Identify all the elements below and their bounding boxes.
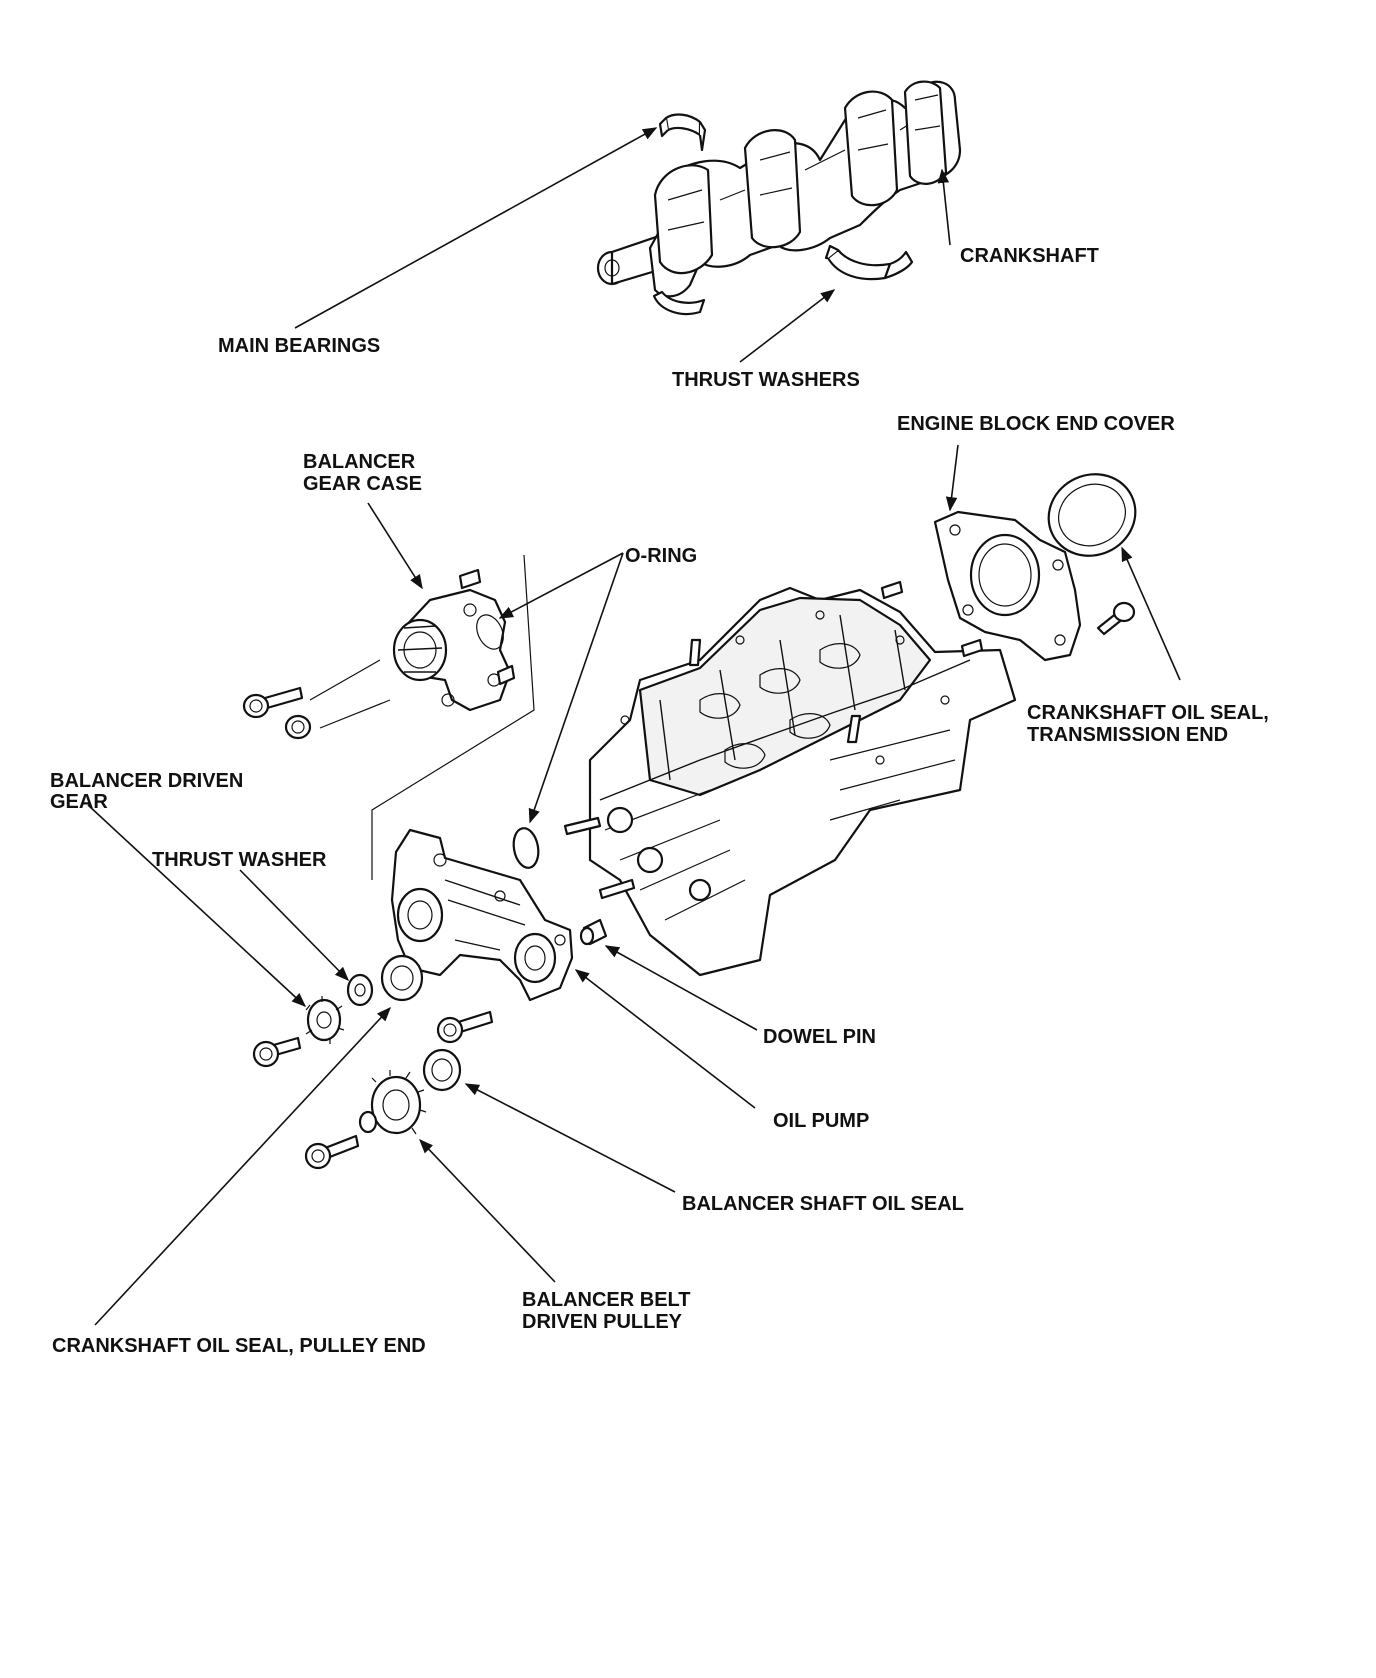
engine-block-end-cover-part [933,510,1082,662]
thrust-washer-part [346,973,374,1007]
label-crankshaft-oil-seal-trans-line1: CRANKSHAFT OIL SEAL, [1027,702,1269,724]
driven-gear-bolt [252,1036,302,1068]
label-engine-block-end-cover: ENGINE BLOCK END COVER [897,413,1175,435]
main-bearing-lower [652,290,706,316]
balancer-belt-driven-pulley-part [358,1070,427,1135]
label-o-ring: O-RING [625,545,697,567]
oil-pump-part [390,828,574,1002]
label-balancer-belt-driven-pulley-line2: DRIVEN PULLEY [522,1311,683,1333]
end-cover-dowel-pins [880,580,984,658]
crankshaft-part [596,80,962,298]
oil-pump-o-ring [512,827,540,869]
end-cover-bolt [1096,601,1136,636]
label-balancer-belt-driven-pulley-line1: BALANCER BELT [522,1289,691,1311]
label-thrust-washers: THRUST WASHERS [672,369,860,391]
label-main-bearings: MAIN BEARINGS [218,335,380,357]
label-thrust-washer: THRUST WASHER [152,849,327,871]
balancer-shaft-oil-seal-part [422,1048,462,1092]
balancer-driven-gear-part [305,996,345,1044]
guide-lines [309,659,391,729]
crankshaft-oil-seal-transmission-end-part [1047,473,1137,557]
label-dowel-pin: DOWEL PIN [763,1026,876,1048]
label-crankshaft-oil-seal-pulley-end: CRANKSHAFT OIL SEAL, PULLEY END [52,1335,426,1357]
guide-frame [371,554,535,880]
label-crankshaft: CRANKSHAFT [960,245,1099,267]
pulley-bolt [304,1134,360,1170]
label-crankshaft-oil-seal-trans-line2: TRANSMISSION END [1027,724,1228,746]
label-balancer-gear-case-line1: BALANCER [303,451,416,473]
label-balancer-driven-gear-line2: GEAR [50,791,108,813]
dowel-pin-part [579,918,608,946]
leader-lines [87,127,1181,1326]
main-bearing-upper [658,113,707,152]
label-balancer-shaft-oil-seal: BALANCER SHAFT OIL SEAL [682,1193,964,1215]
label-oil-pump: OIL PUMP [773,1110,869,1132]
crankshaft-oil-seal-pulley-end-part [380,954,424,1002]
thrust-washers-part [824,244,914,281]
oil-pump-bolt [436,1010,494,1044]
label-balancer-gear-case-line2: GEAR CASE [303,473,422,495]
label-balancer-driven-gear-line1: BALANCER DRIVEN [50,770,243,792]
engine-block-part [563,586,1017,977]
gear-case-o-ring [476,614,504,650]
balancer-gear-case-bolt [242,686,312,740]
balancer-gear-case-part [392,568,516,712]
